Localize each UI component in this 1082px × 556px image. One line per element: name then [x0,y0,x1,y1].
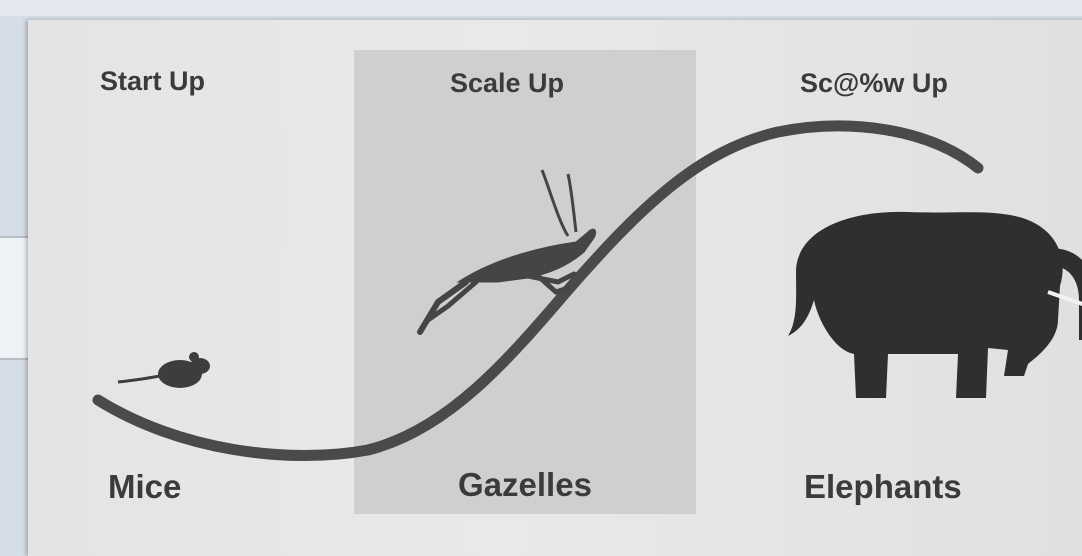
elephant-icon [788,212,1082,398]
gazelle-icon [420,170,596,332]
animal-label-mice: Mice [108,468,181,506]
animal-label-elephants: Elephants [804,468,962,506]
growth-diagram-photo: Start Up Scale Up Sc@%w Up Mic [28,20,1082,556]
window-top-strip [0,0,1082,16]
mouse-icon [118,352,210,388]
animal-label-gazelles: Gazelles [458,466,592,504]
